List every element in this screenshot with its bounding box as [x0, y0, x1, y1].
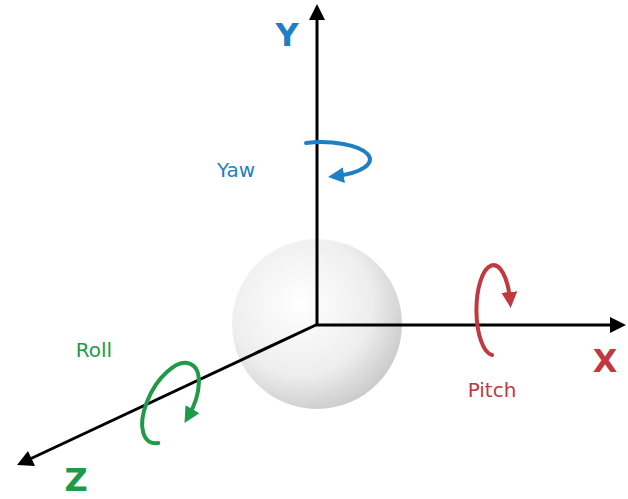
rotation-label: Roll	[76, 340, 112, 360]
rotation-label: Yaw	[217, 160, 255, 180]
z-axis	[30, 324, 318, 459]
pitch-rotation-arrow	[476, 265, 510, 355]
y-arrowhead	[309, 4, 325, 20]
x-axis	[316, 324, 614, 327]
roll-rotation-arrow	[130, 354, 210, 452]
x-arrowhead	[610, 317, 626, 333]
z-arrowhead	[17, 451, 35, 466]
axis-label: X	[593, 345, 618, 377]
axis-label: Y	[275, 19, 298, 51]
axis-label: Z	[64, 464, 87, 496]
yaw-rotation-arrow	[306, 142, 370, 176]
y-axis	[316, 16, 319, 325]
rotation-label: Pitch	[468, 380, 517, 400]
